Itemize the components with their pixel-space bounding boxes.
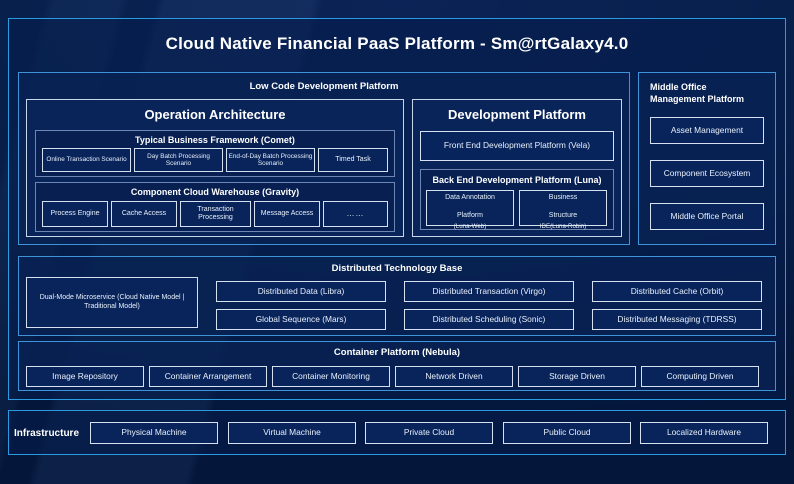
business-structure-ide-line2: Structure [548,212,578,220]
component-message-access[interactable]: Message Access [254,201,320,227]
data-annotation-platform-line1: Data Annotation [445,194,495,202]
back-end-development-platform-title: Back End Development Platform (Luna) [432,175,602,185]
container-item-container-arrangement[interactable]: Container Arrangement [149,366,267,387]
typical-business-framework-title: Typical Business Framework (Comet) [135,135,295,145]
infrastructure-item-localized-hardware[interactable]: Localized Hardware [640,422,768,444]
low-code-platform-title: Low Code Development Platform [249,81,399,92]
distributed-item-distributed-data[interactable]: Distributed Data (Libra) [216,281,386,302]
scenario-timed-task[interactable]: Timed Task [318,148,388,172]
container-platform-title: Container Platform (Nebula) [333,347,461,358]
container-item-storage-driven[interactable]: Storage Driven [518,366,636,387]
distributed-item-global-sequence[interactable]: Global Sequence (Mars) [216,309,386,330]
component-cache-access[interactable]: Cache Access [111,201,177,227]
distributed-item-distributed-messaging[interactable]: Distributed Messaging (TDRSS) [592,309,762,330]
container-item-image-repository[interactable]: Image Repository [26,366,144,387]
container-item-computing-driven[interactable]: Computing Driven [641,366,759,387]
distributed-item-distributed-transaction[interactable]: Distributed Transaction (Virgo) [404,281,574,302]
business-structure-ide[interactable]: Business Structure IDE(Luna-Robin) [519,190,607,230]
scenario-end-of-day-batch-processing[interactable]: End-of-Day Batch Processing Scenario [226,148,315,172]
distributed-item-dual-mode-microservice[interactable]: Dual-Mode Microservice (Cloud Native Mod… [26,277,198,328]
container-item-network-driven[interactable]: Network Driven [395,366,513,387]
distributed-item-distributed-cache[interactable]: Distributed Cache (Orbit) [592,281,762,302]
component-transaction-processing[interactable]: Transaction Processing [180,201,251,227]
page-title: Cloud Native Financial PaaS Platform - S… [165,34,629,53]
data-annotation-platform-line3: (Luna-Web) [453,222,487,230]
infrastructure-item-physical-machine[interactable]: Physical Machine [90,422,218,444]
scenario-day-batch-processing[interactable]: Day Batch Processing Scenario [134,148,223,172]
front-end-development-platform[interactable]: Front End Development Platform (Vela) [420,131,614,161]
development-platform-title: Development Platform [448,107,586,122]
distributed-base-title: Distributed Technology Base [331,263,463,274]
business-structure-ide-line3: IDE(Luna-Robin) [539,222,587,230]
data-annotation-platform[interactable]: Data Annotation Platform (Luna-Web) [426,190,514,230]
infrastructure-item-private-cloud[interactable]: Private Cloud [365,422,493,444]
infrastructure-label: Infrastructure [14,428,80,439]
component-more[interactable]: …… [323,201,388,227]
infrastructure-item-public-cloud[interactable]: Public Cloud [503,422,631,444]
middle-office-title: Middle Office Management Platform [650,82,745,105]
middle-office-item-component-ecosystem[interactable]: Component Ecosystem [650,160,764,187]
business-structure-ide-line1: Business [548,194,578,202]
infrastructure-item-virtual-machine[interactable]: Virtual Machine [228,422,356,444]
scenario-online-transaction[interactable]: Online Transaction Scenario [42,148,131,172]
operation-architecture-title: Operation Architecture [144,107,286,122]
component-process-engine[interactable]: Process Engine [42,201,108,227]
component-cloud-warehouse-title: Component Cloud Warehouse (Gravity) [130,187,300,197]
distributed-item-distributed-scheduling[interactable]: Distributed Scheduling (Sonic) [404,309,574,330]
middle-office-item-middle-office-portal[interactable]: Middle Office Portal [650,203,764,230]
middle-office-item-asset-management[interactable]: Asset Management [650,117,764,144]
container-item-container-monitoring[interactable]: Container Monitoring [272,366,390,387]
data-annotation-platform-line2: Platform [456,212,484,220]
